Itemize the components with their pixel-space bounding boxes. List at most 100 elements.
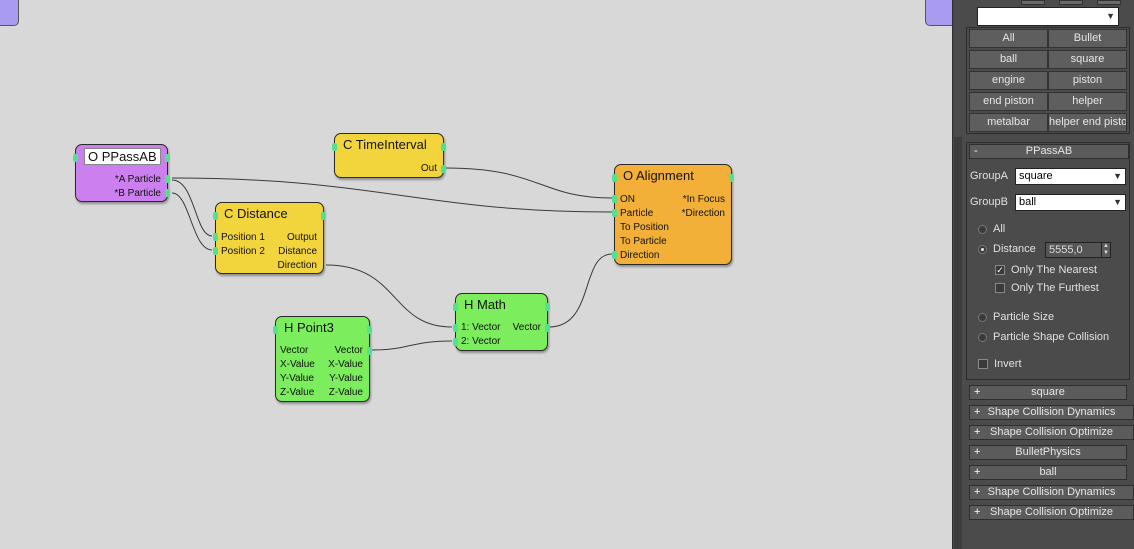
input-port-position-1[interactable]: Position 1 xyxy=(221,232,265,243)
group-button-piston[interactable]: piston xyxy=(1048,71,1127,90)
group-button-bullet[interactable]: Bullet xyxy=(1048,29,1127,48)
input-pin-position-2[interactable] xyxy=(213,247,218,255)
group-filter-dropdown[interactable]: ▼ xyxy=(977,7,1119,26)
radio-particle-size-label[interactable]: Particle Size xyxy=(993,311,1055,323)
expand-toggle[interactable]: + xyxy=(974,486,981,498)
input-port-to-position[interactable]: To Position xyxy=(620,222,669,233)
input-port-y-value[interactable]: Y-Value xyxy=(280,373,314,384)
input-pin[interactable] xyxy=(273,326,278,334)
output-port-vector[interactable]: Vector xyxy=(512,322,541,333)
node-ppassab[interactable]: O PPassAB *A Particle *B Particle xyxy=(73,144,170,202)
output-pin[interactable] xyxy=(729,174,734,182)
output-port-distance[interactable]: Distance xyxy=(278,246,317,257)
input-port-position-2[interactable]: Position 2 xyxy=(221,246,265,257)
expand-toggle[interactable]: + xyxy=(974,466,981,478)
chevron-down-icon[interactable]: ▼ xyxy=(1113,197,1122,207)
input-pin-on[interactable] xyxy=(612,195,617,203)
group-button-all[interactable]: All xyxy=(969,29,1048,48)
radio-particle-size[interactable] xyxy=(978,313,987,322)
rollout-header-ball[interactable]: + ball xyxy=(969,465,1127,480)
groupb-dropdown[interactable]: ball ▼ xyxy=(1015,194,1126,211)
input-pin[interactable] xyxy=(73,154,78,162)
node-alignment[interactable]: O Alignment ON Particle To Position To P… xyxy=(612,164,734,265)
node-point3[interactable]: H Point3 Vector X-Value Y-Value Z-Value … xyxy=(273,316,372,402)
node-title[interactable]: O PPassAB xyxy=(84,148,161,165)
output-pin[interactable] xyxy=(441,143,446,151)
offscreen-node-stub-left[interactable] xyxy=(0,0,19,26)
output-port-in-focus[interactable]: *In Focus xyxy=(682,194,725,205)
input-pin-position-1[interactable] xyxy=(213,233,218,241)
top-button[interactable] xyxy=(1021,0,1045,5)
expand-toggle[interactable]: + xyxy=(974,446,981,458)
output-port-z-value[interactable]: Z-Value xyxy=(328,387,363,398)
output-pin-vector[interactable] xyxy=(545,324,550,332)
radio-particle-shape-collision-label[interactable]: Particle Shape Collision xyxy=(993,331,1110,343)
output-pin-a-particle[interactable] xyxy=(165,175,170,183)
radio-all-label[interactable]: All xyxy=(993,223,1006,235)
chevron-down-icon[interactable]: ▼ xyxy=(1106,11,1115,21)
only-nearest-label[interactable]: Only The Nearest xyxy=(1011,264,1098,276)
output-port-a-particle[interactable]: *A Particle xyxy=(114,174,161,185)
input-port-particle[interactable]: Particle xyxy=(620,208,654,219)
input-pin-particle[interactable] xyxy=(612,209,617,217)
rollout-header-shape-collision-optimize-2[interactable]: + Shape Collision Optimize xyxy=(969,505,1134,520)
spinner-arrows-icon[interactable]: ▲▼ xyxy=(1101,242,1111,258)
expand-toggle[interactable]: + xyxy=(974,406,981,418)
output-port-out[interactable]: Out xyxy=(420,163,437,174)
expand-toggle[interactable]: + xyxy=(974,426,981,438)
expand-toggle[interactable]: + xyxy=(974,386,981,398)
output-port-b-particle[interactable]: *B Particle xyxy=(114,188,161,199)
expand-toggle[interactable]: + xyxy=(974,506,981,518)
distance-spinner-input[interactable]: 5555,0 xyxy=(1045,242,1102,258)
rollout-header-bulletphysics[interactable]: + BulletPhysics xyxy=(969,445,1127,460)
output-port-y-value[interactable]: Y-Value xyxy=(329,373,363,384)
checkbox-only-furthest[interactable] xyxy=(995,283,1005,293)
output-port-direction[interactable]: *Direction xyxy=(681,208,725,219)
invert-label[interactable]: Invert xyxy=(994,358,1022,370)
panel-scrollbar[interactable] xyxy=(954,137,962,549)
output-pin-b-particle[interactable] xyxy=(165,189,170,197)
input-pin[interactable] xyxy=(332,143,337,151)
group-button-end-piston[interactable]: end piston xyxy=(969,92,1048,111)
input-port-x-value[interactable]: X-Value xyxy=(280,359,315,370)
only-furthest-label[interactable]: Only The Furthest xyxy=(1011,282,1099,294)
input-pin-vector-1[interactable] xyxy=(453,324,458,332)
rollout-header-shape-collision-dynamics-2[interactable]: + Shape Collision Dynamics xyxy=(969,485,1134,500)
offscreen-node-stub-right[interactable] xyxy=(925,0,952,26)
input-port-direction[interactable]: Direction xyxy=(620,250,660,261)
node-timeinterval[interactable]: C TimeInterval Out xyxy=(332,133,446,178)
input-pin[interactable] xyxy=(213,212,218,220)
rollout-header-square[interactable]: + square xyxy=(969,385,1127,400)
rollout-header-shape-collision-dynamics[interactable]: + Shape Collision Dynamics xyxy=(969,405,1134,420)
output-port-x-value[interactable]: X-Value xyxy=(328,359,363,370)
output-port-output[interactable]: Output xyxy=(286,232,317,243)
checkbox-only-nearest[interactable]: ✓ xyxy=(995,265,1005,275)
input-pin-direction[interactable] xyxy=(612,251,617,259)
output-pin[interactable] xyxy=(367,326,372,334)
group-button-ball[interactable]: ball xyxy=(969,50,1048,69)
chevron-down-icon[interactable]: ▼ xyxy=(1113,171,1122,181)
rollout-header-ppassab[interactable]: - PPassAB xyxy=(969,144,1129,159)
rollout-header-shape-collision-optimize[interactable]: + Shape Collision Optimize xyxy=(969,425,1134,440)
group-button-helper-end-piston[interactable]: helper end piston xyxy=(1048,113,1127,132)
input-port-vector[interactable]: Vector xyxy=(280,345,309,356)
radio-particle-shape-collision[interactable] xyxy=(978,333,987,342)
top-button[interactable] xyxy=(1059,0,1083,5)
output-pin[interactable] xyxy=(321,212,326,220)
top-button[interactable] xyxy=(1097,0,1121,5)
group-button-engine[interactable]: engine xyxy=(969,71,1048,90)
output-port-direction[interactable]: Direction xyxy=(277,260,317,271)
output-pin-out[interactable] xyxy=(441,165,446,173)
input-port-vector-2[interactable]: 2: Vector xyxy=(461,336,501,347)
output-pin[interactable] xyxy=(545,303,550,311)
node-distance[interactable]: C Distance Position 1 Position 2 Output … xyxy=(213,202,326,274)
input-port-to-particle[interactable]: To Particle xyxy=(620,236,667,247)
output-port-vector[interactable]: Vector xyxy=(334,345,363,356)
input-pin[interactable] xyxy=(612,174,617,182)
node-graph-canvas[interactable]: O PPassAB *A Particle *B Particle C Time… xyxy=(0,0,952,549)
group-button-square[interactable]: square xyxy=(1048,50,1127,69)
input-port-z-value[interactable]: Z-Value xyxy=(280,387,315,398)
input-port-on[interactable]: ON xyxy=(620,194,635,205)
group-button-helper[interactable]: helper xyxy=(1048,92,1127,111)
output-pin[interactable] xyxy=(165,154,170,162)
